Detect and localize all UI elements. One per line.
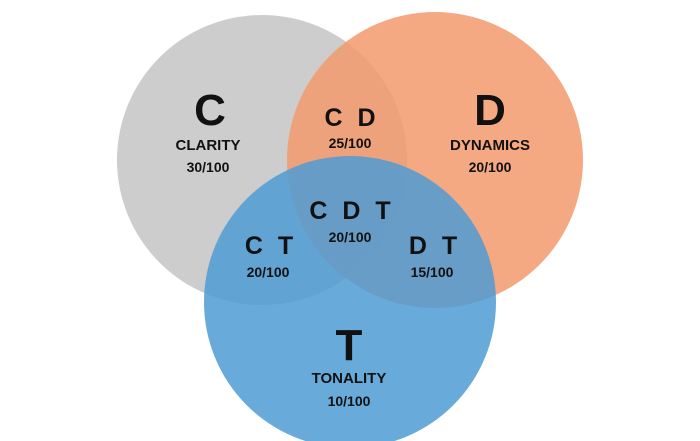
tonality-name: TONALITY	[312, 370, 387, 387]
dynamics-score: 20/100	[469, 159, 512, 175]
ct-letters: C T	[245, 232, 297, 260]
dynamics-letter: D	[474, 86, 506, 135]
cdt-letters: C D T	[309, 197, 394, 225]
clarity-score: 30/100	[187, 159, 230, 175]
clarity-name: CLARITY	[176, 137, 241, 154]
dt-letters: D T	[409, 232, 461, 260]
cdt-score: 20/100	[329, 229, 372, 245]
dt-score: 15/100	[411, 264, 454, 280]
tonality-circle	[204, 156, 496, 441]
cd-letters: C D	[324, 104, 379, 132]
cd-score: 25/100	[329, 135, 372, 151]
tonality-score: 10/100	[328, 393, 371, 409]
tonality-letter: T	[336, 321, 363, 370]
dynamics-name: DYNAMICS	[450, 137, 530, 154]
ct-score: 20/100	[247, 264, 290, 280]
clarity-letter: C	[194, 86, 226, 135]
